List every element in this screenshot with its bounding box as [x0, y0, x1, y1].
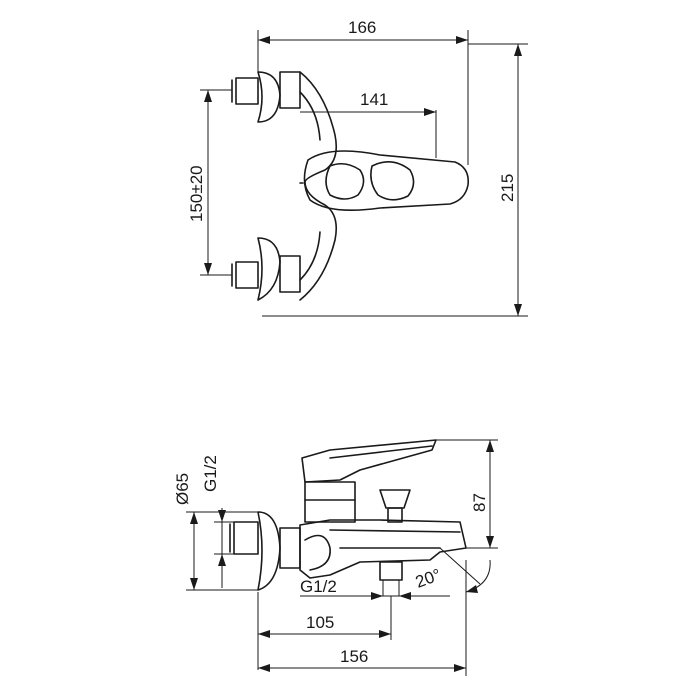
- lower-inlet: [231, 237, 301, 301]
- dimension-diameter-65-label: Ø65: [173, 473, 192, 505]
- lever-handle-top: [299, 150, 470, 212]
- dimension-angle-20: 20°: [413, 559, 491, 593]
- dimension-141-label: 141: [360, 90, 388, 109]
- mixer-body-side: [299, 519, 467, 579]
- dimension-166-label: 166: [348, 18, 376, 37]
- dimension-105: 105: [257, 592, 392, 670]
- lever-handle-side: [301, 439, 437, 483]
- top-view: [231, 71, 470, 301]
- dimension-105-label: 105: [306, 613, 334, 632]
- dimension-166: 166: [257, 18, 469, 165]
- dimension-87: 87: [436, 439, 498, 549]
- dimension-156: 156: [258, 560, 467, 676]
- dimension-angle-20-label: 20°: [413, 565, 444, 592]
- diverter-knob: [379, 489, 411, 509]
- dimension-215-label: 215: [498, 174, 517, 202]
- dimension-215: 215: [262, 43, 528, 317]
- upper-inlet: [231, 71, 301, 123]
- side-view: [229, 439, 481, 597]
- dimension-outlet-thread: G1/2: [300, 577, 450, 600]
- dimension-inlet-thread: G1/2: [201, 455, 234, 588]
- dimension-150-label: 150±20: [187, 165, 206, 222]
- dimension-outlet-thread-label: G1/2: [300, 577, 337, 596]
- dimension-inlet-thread-label: G1/2: [201, 455, 220, 492]
- dimension-141: 141: [300, 90, 437, 158]
- dimension-87-label: 87: [470, 493, 489, 512]
- dimension-150: 150±20: [187, 89, 232, 276]
- dimension-156-label: 156: [340, 647, 368, 666]
